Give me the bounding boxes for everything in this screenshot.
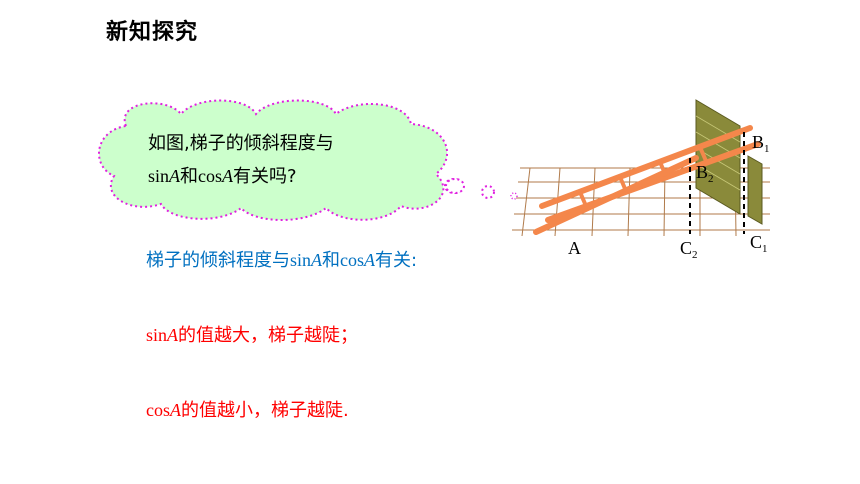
- label-b1: B1: [752, 132, 770, 155]
- label-c1: C1: [750, 232, 768, 255]
- answer-text-1: 梯子的倾斜程度与: [146, 250, 290, 271]
- sin-text: sin: [148, 166, 170, 186]
- answer-line: 梯子的倾斜程度与sinA和cosA有关:: [146, 246, 417, 272]
- and-text: 和: [180, 166, 199, 187]
- question-end: 有关吗?: [233, 166, 297, 187]
- label-a: A: [568, 238, 581, 258]
- cloud-line-1: 如图,梯子的倾斜程度与: [148, 133, 334, 154]
- label-c2: C2: [680, 238, 698, 261]
- label-b2: B2: [696, 162, 714, 185]
- var-a: A: [170, 400, 181, 420]
- sin-text: sin: [146, 325, 168, 345]
- ladder-diagram: A C2 C1 B2 B1: [512, 99, 770, 261]
- sin-text: sin: [290, 250, 312, 270]
- var-a: A: [222, 166, 234, 186]
- var-a: A: [364, 250, 376, 270]
- point-cos-text: 的值越小，梯子越陡.: [181, 400, 349, 421]
- point-sin: sinA的值越大，梯子越陡；: [146, 321, 358, 347]
- ladders: [533, 125, 761, 235]
- var-a: A: [311, 250, 323, 270]
- var-a: A: [169, 166, 181, 186]
- cloud-line-2: sinA和cosA有关吗?: [148, 160, 408, 193]
- and-text: 和: [322, 250, 341, 271]
- wall-far: [747, 155, 763, 225]
- answer-text-2: 有关:: [375, 250, 418, 271]
- point-sin-text: 的值越大，梯子越陡；: [178, 325, 359, 346]
- cos-text: cos: [146, 400, 170, 420]
- point-cos: cosA的值越小，梯子越陡.: [146, 396, 349, 422]
- cloud-question: 如图,梯子的倾斜程度与 sinA和cosA有关吗?: [148, 128, 408, 193]
- var-a: A: [167, 325, 179, 345]
- cos-text: cos: [198, 166, 223, 186]
- cos-text: cos: [340, 250, 365, 270]
- cloud-bubbles: [445, 178, 518, 200]
- page-title: 新知探究: [106, 20, 199, 45]
